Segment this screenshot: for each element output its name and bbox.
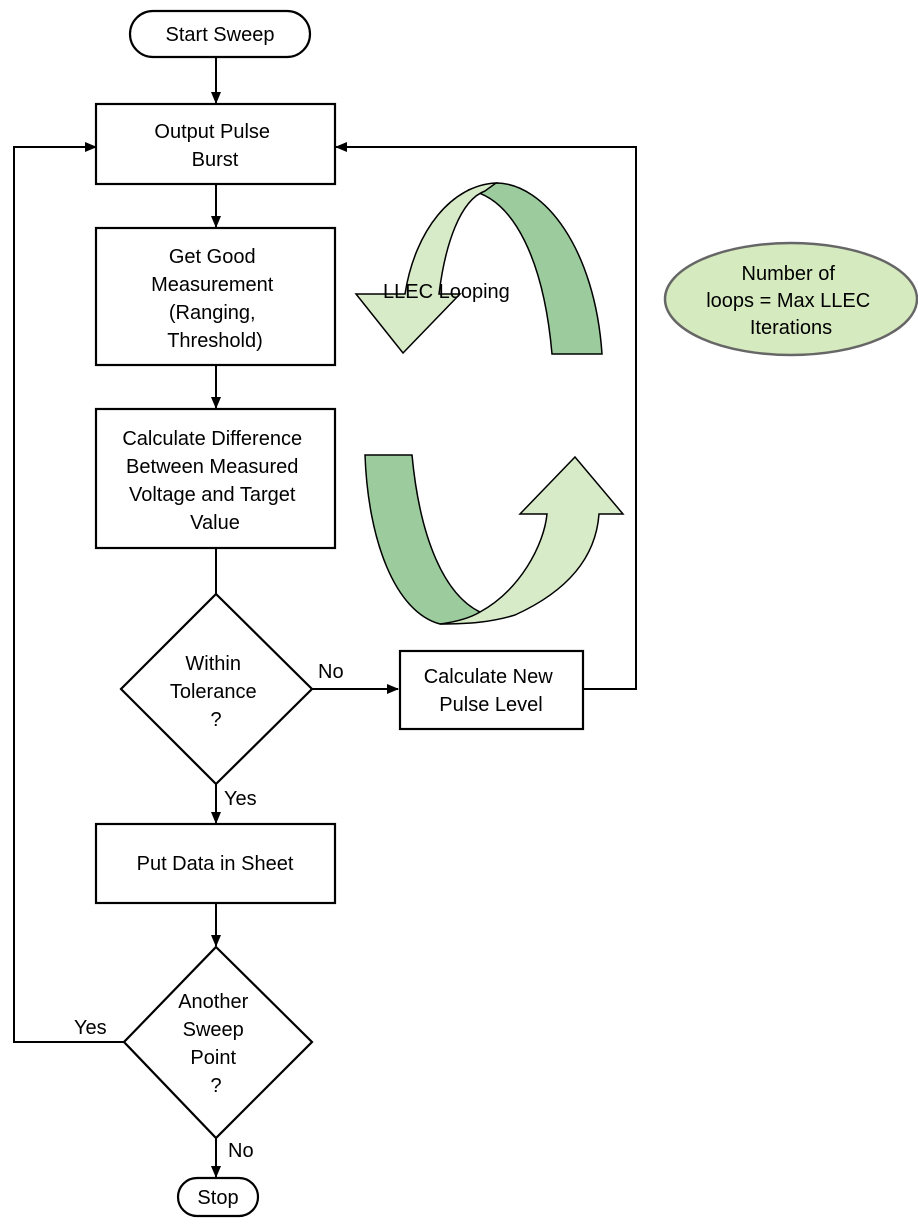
put-data-label: Put Data in Sheet	[137, 853, 294, 875]
put-data-node: Put Data in Sheet	[94, 822, 337, 905]
iterations-note: Number of loops = Max LLEC Iterations	[663, 241, 918, 357]
calc-difference-node: Calculate Difference Between Measured Vo…	[94, 407, 337, 550]
upper-arc-light-arrow	[354, 182, 499, 355]
within-tolerance-diamond	[119, 592, 314, 786]
tolerance-no-label: No	[318, 661, 344, 683]
another-point-label: Another Sweep Point ?	[178, 991, 254, 1097]
start-label: Start Sweep	[166, 24, 275, 46]
stop-label: Stop	[197, 1187, 238, 1209]
edge-newlevel-loop-back	[335, 142, 637, 690]
within-tolerance-node: Within Tolerance ?	[119, 592, 314, 786]
another-no-label: No	[228, 1140, 254, 1162]
output-pulse-box	[94, 102, 337, 186]
start-node: Start Sweep	[128, 9, 312, 59]
output-pulse-label: Output Pulse Burst	[154, 121, 275, 171]
stop-node: Stop	[176, 1176, 260, 1218]
tolerance-yes-label: Yes	[224, 788, 257, 810]
lower-arc-dark-band	[364, 454, 482, 625]
get-measurement-box	[94, 226, 337, 367]
iterations-note-oval	[663, 241, 918, 357]
within-tolerance-label: Within Tolerance ?	[170, 653, 262, 731]
start-terminal	[128, 9, 312, 59]
lower-arc-light-arrow	[439, 455, 625, 625]
upper-arc-dark-band	[467, 182, 603, 355]
another-point-node: Another Sweep Point ?	[122, 945, 314, 1140]
calc-new-level-box	[398, 649, 585, 731]
calc-new-level-label: Calculate New Pulse Level	[424, 666, 559, 716]
edge-another-yes-loop	[13, 142, 124, 1043]
stop-terminal	[176, 1176, 260, 1218]
connectors	[13, 58, 637, 1178]
iterations-note-label: Number of loops = Max LLEC Iterations	[706, 263, 876, 339]
get-measurement-label: Get Good Measurement (Ranging, Threshold…	[151, 246, 279, 352]
llec-loop-arrows	[354, 182, 625, 625]
get-measurement-node: Get Good Measurement (Ranging, Threshold…	[94, 226, 337, 367]
another-point-diamond	[122, 945, 314, 1140]
calc-difference-label: Calculate Difference Between Measured Vo…	[122, 428, 307, 534]
put-data-box	[94, 822, 337, 905]
calc-new-level-node: Calculate New Pulse Level	[398, 649, 585, 731]
llec-looping-label: LLEC Looping	[383, 281, 510, 303]
output-pulse-node: Output Pulse Burst	[94, 102, 337, 186]
another-yes-label: Yes	[74, 1017, 107, 1039]
calc-difference-box	[94, 407, 337, 550]
